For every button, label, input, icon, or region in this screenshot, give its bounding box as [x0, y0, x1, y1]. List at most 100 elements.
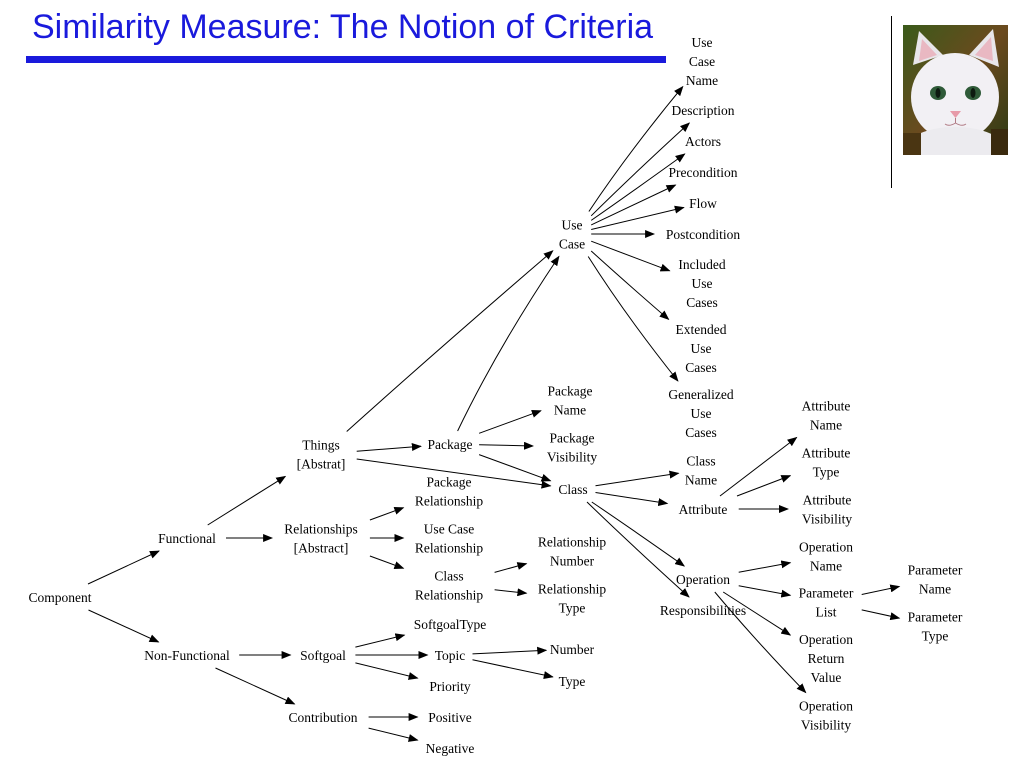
node-package-visibility-line: Package: [550, 431, 595, 446]
node-softgoal: Softgoal: [300, 648, 346, 663]
node-included-use-cases-line: Use: [692, 276, 713, 291]
vertical-divider: [891, 16, 892, 188]
node-negative-line: Negative: [426, 741, 475, 756]
node-generalized-use-cases-line: Use: [691, 406, 712, 421]
node-responsibilities: Responsibilities: [660, 603, 746, 618]
node-flow-line: Flow: [689, 196, 717, 211]
node-positive: Positive: [428, 710, 472, 725]
node-operation-visibility-line: Operation: [799, 699, 853, 714]
node-extended-use-cases-line: Use: [691, 341, 712, 356]
node-relationship-type-line: Type: [559, 601, 586, 616]
edge-topic-to-number: [472, 646, 548, 655]
edge-package-to-use-case: [457, 255, 560, 432]
node-package: Package: [428, 437, 473, 452]
edge-use-case-to-included-use-cases: [591, 240, 671, 272]
node-package-relationship-line: Relationship: [415, 494, 483, 509]
node-functional: Functional: [158, 531, 216, 546]
edge-things-to-class: [356, 458, 552, 489]
edge-non-functional-to-contribution: [215, 667, 296, 705]
node-operation-return-value-line: Value: [811, 670, 842, 685]
edge-class-relationship-to-relationship-number: [494, 562, 528, 573]
edge-package-to-package-name: [478, 410, 542, 434]
node-non-functional-line: Non-Functional: [144, 648, 230, 663]
node-parameter-type-line: Parameter: [908, 610, 963, 625]
edge-softgoal-to-priority: [355, 662, 419, 680]
node-use-case-name-line: Case: [689, 54, 715, 69]
node-things-line: [Abstrat]: [297, 457, 346, 472]
edge-class-relationship-to-relationship-type: [494, 588, 528, 597]
node-number-line: Number: [550, 642, 595, 657]
edge-functional-to-things: [207, 475, 287, 526]
node-package-visibility-line: Visibility: [547, 450, 597, 465]
node-functional-line: Functional: [158, 531, 216, 546]
edge-things-to-package: [356, 442, 422, 452]
node-precondition-line: Precondition: [669, 165, 738, 180]
node-operation: Operation: [676, 572, 730, 587]
node-postcondition: Postcondition: [666, 227, 741, 242]
node-attribute-name-line: Attribute: [802, 399, 851, 414]
edge-operation-to-operation-visibility: [714, 591, 807, 694]
node-included-use-cases-line: Included: [678, 257, 725, 272]
edge-attribute-to-attribute-name: [719, 436, 798, 497]
title-underline: [26, 56, 666, 63]
node-attribute-type-line: Type: [813, 465, 840, 480]
node-description: Description: [672, 103, 735, 118]
node-package-relationship-line: Package: [427, 475, 472, 490]
node-use-case-name-line: Use: [692, 35, 713, 50]
node-attribute: Attribute: [679, 502, 728, 517]
edge-softgoal-to-softgoal-type: [355, 633, 406, 648]
edge-use-case-to-generalized-use-cases: [587, 256, 679, 382]
node-number: Number: [550, 642, 595, 657]
node-actors-line: Actors: [685, 134, 721, 149]
node-extended-use-cases-line: Extended: [676, 322, 727, 337]
node-operation-line: Operation: [676, 572, 730, 587]
node-contribution-line: Contribution: [288, 710, 357, 725]
node-class-line: Class: [558, 482, 587, 497]
node-generalized-use-cases-line: Generalized: [668, 387, 733, 402]
node-operation-return-value-line: Return: [808, 651, 845, 666]
node-operation-name-line: Operation: [799, 540, 853, 555]
node-description-line: Description: [672, 103, 735, 118]
node-type-line: Type: [559, 674, 586, 689]
node-use-case-line: Case: [559, 237, 585, 252]
node-class-relationship-line: Relationship: [415, 588, 483, 603]
edge-component-to-non-functional: [88, 609, 160, 643]
edge-use-case-to-flow: [591, 205, 685, 230]
node-priority: Priority: [429, 679, 471, 694]
node-actors: Actors: [685, 134, 721, 149]
node-package-name-line: Name: [554, 403, 586, 418]
edge-use-case-to-actors: [590, 153, 686, 221]
node-use-case-name-line: Name: [686, 73, 718, 88]
node-non-functional: Non-Functional: [144, 648, 230, 663]
edge-use-case-to-description: [590, 122, 691, 217]
edge-attribute-to-attribute-type: [736, 475, 792, 497]
node-relationship-type-line: Relationship: [538, 582, 606, 597]
node-package-line: Package: [428, 437, 473, 452]
node-relationships-line: [Abstract]: [294, 541, 349, 556]
node-responsibilities-line: Responsibilities: [660, 603, 746, 618]
node-contribution: Contribution: [288, 710, 357, 725]
node-parameter-list-line: Parameter: [799, 586, 854, 601]
node-relationships-line: Relationships: [284, 522, 358, 537]
node-operation-visibility-line: Visibility: [801, 718, 851, 733]
node-class-name-line: Class: [686, 454, 715, 469]
edge-relationships-to-package-relationship: [369, 507, 405, 521]
node-extended-use-cases-line: Cases: [685, 360, 717, 375]
